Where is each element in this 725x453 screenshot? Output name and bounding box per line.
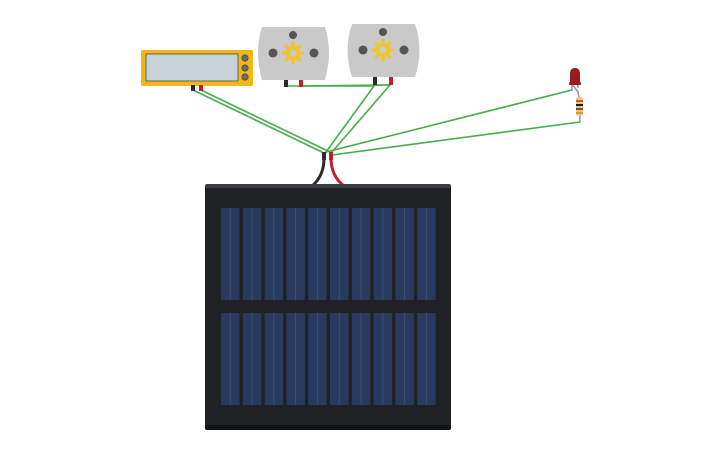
solar-panel[interactable] — [205, 184, 451, 430]
wire-led-resistor[interactable] — [571, 83, 580, 99]
motor-1-gear-icon — [282, 42, 304, 64]
dc-motor-1[interactable] — [258, 27, 329, 87]
solar-terminal-negative[interactable] — [322, 152, 326, 160]
motor-1-screw-right — [309, 48, 319, 58]
resistor[interactable] — [576, 97, 583, 122]
multimeter[interactable] — [141, 50, 253, 91]
wire-led[interactable] — [325, 89, 573, 153]
solar-panel-leads — [310, 152, 346, 188]
solar-panel-frame — [205, 184, 451, 430]
solar-panel-bottom-edge — [205, 425, 451, 430]
multimeter-screen — [145, 53, 239, 82]
solar-lead-negative[interactable] — [310, 156, 326, 188]
led-leg-cathode[interactable] — [571, 85, 573, 90]
motor-2-lead-black[interactable] — [373, 77, 377, 85]
wire-resistor[interactable] — [331, 121, 581, 156]
led-leg-anode[interactable] — [577, 85, 579, 88]
multimeter-terminal-v[interactable] — [241, 64, 249, 72]
motor-2-screw-right — [399, 45, 409, 55]
resistor-leg[interactable] — [579, 116, 581, 122]
wire-motor1-pos[interactable] — [299, 84, 392, 153]
dc-motor-2[interactable] — [347, 24, 420, 85]
motor-2-gear-icon — [372, 39, 394, 61]
motor-1-screw-left — [268, 48, 278, 58]
wire-meter-com[interactable] — [192, 89, 323, 153]
solar-terminal-positive[interactable] — [329, 152, 333, 160]
resistor-band-3 — [576, 108, 583, 110]
motor-1-lead-red[interactable] — [299, 80, 303, 87]
multimeter-terminal-a[interactable] — [241, 73, 249, 81]
resistor-band-2 — [576, 104, 583, 106]
resistor-band-4 — [576, 112, 583, 114]
multimeter-terminal-com[interactable] — [241, 54, 249, 62]
solar-lead-positive[interactable] — [329, 156, 346, 188]
motor-2-screw-left — [358, 45, 368, 55]
led[interactable] — [569, 68, 581, 90]
led-body — [570, 68, 580, 85]
resistor-band-1 — [576, 100, 583, 102]
wire-meter-v[interactable] — [200, 89, 331, 153]
motor-1-screw-top — [289, 31, 297, 39]
motor-2-screw-top — [379, 28, 387, 36]
multimeter-lead-black[interactable] — [191, 85, 195, 91]
motor-1-lead-black[interactable] — [284, 80, 288, 87]
wires — [192, 83, 581, 156]
solar-panel-top-edge — [205, 184, 451, 188]
solar-cells — [221, 208, 436, 405]
motor-2-lead-red[interactable] — [389, 77, 393, 85]
led-rim — [569, 82, 581, 85]
multimeter-lead-red[interactable] — [199, 85, 203, 91]
